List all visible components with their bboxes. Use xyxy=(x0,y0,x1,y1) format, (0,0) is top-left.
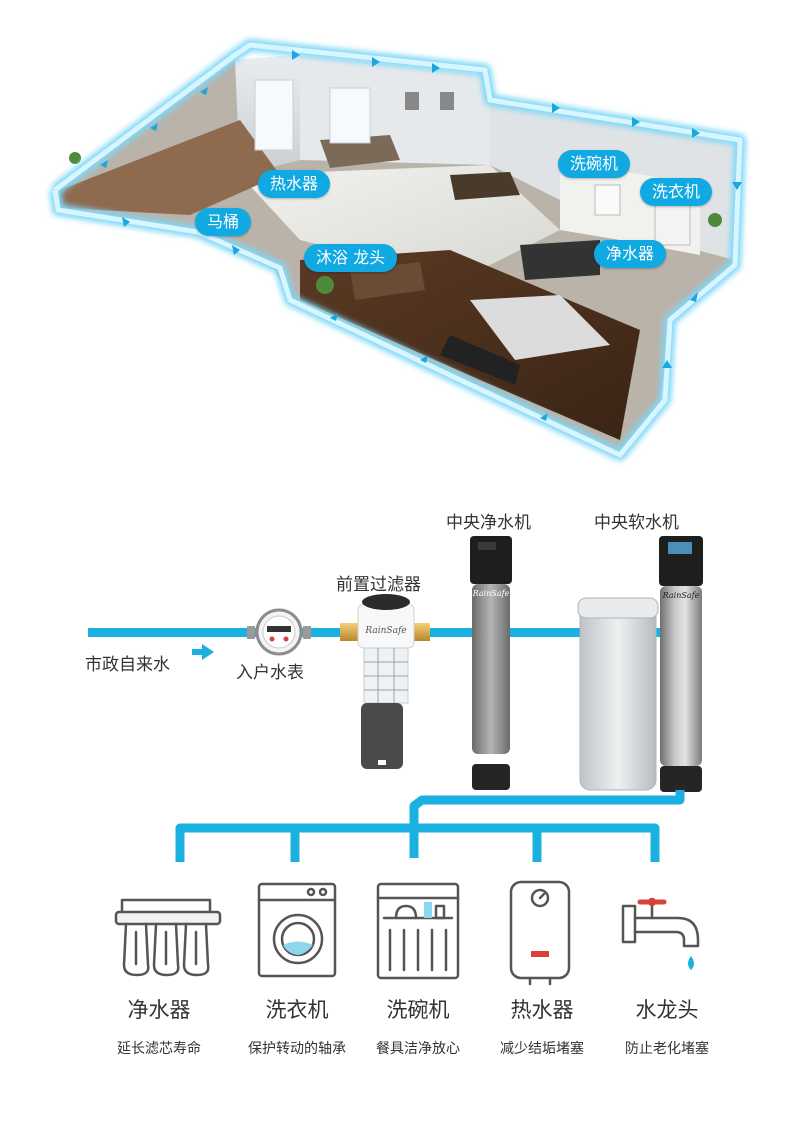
appliance-name: 净水器 xyxy=(127,998,191,1022)
plant xyxy=(69,152,81,164)
dining-table xyxy=(450,172,520,200)
washing-machine-icon xyxy=(257,882,337,978)
distribution-pipes xyxy=(175,790,685,862)
meter-label: 入户水表 xyxy=(236,663,304,683)
appliance-desc: 延长滤芯寿命 xyxy=(117,1041,201,1057)
water-treatment-system: RainSafe RainSafe RainSa xyxy=(0,470,790,1125)
washer-unit xyxy=(654,204,691,246)
house-floorplan-illustration xyxy=(49,39,746,461)
picture-frame xyxy=(440,92,454,110)
oven-unit xyxy=(594,184,621,216)
label-shower-faucet: 沐浴 龙头 xyxy=(304,244,398,272)
window-center xyxy=(329,87,371,144)
purifier-brand: RainSafe xyxy=(472,589,510,598)
bed-frame xyxy=(440,335,520,385)
tv-unit xyxy=(520,240,600,280)
pipe-line xyxy=(52,42,743,458)
water-purifier-icon xyxy=(114,898,222,977)
window-left xyxy=(254,79,294,151)
central-purifier-label: 中央净水机 xyxy=(446,513,531,533)
flow-arrows xyxy=(100,50,742,421)
appliance-name: 洗碗机 xyxy=(386,998,450,1022)
source-label: 市政自来水 xyxy=(85,655,170,675)
label-water-purifier: 净水器 xyxy=(594,240,667,268)
faucet-icon xyxy=(621,897,700,970)
water-meter-icon xyxy=(247,608,311,656)
label-water-heater: 热水器 xyxy=(258,170,331,198)
label-toilet: 马桶 xyxy=(195,208,252,236)
label-dishwasher: 洗碗机 xyxy=(558,150,631,178)
prefilter-brand: RainSafe xyxy=(364,626,406,636)
appliance-name: 水龙头 xyxy=(635,998,699,1022)
appliance-name: 洗衣机 xyxy=(265,998,329,1022)
central-softener-label: 中央软水机 xyxy=(594,513,679,533)
label-washing-machine: 洗衣机 xyxy=(640,178,713,206)
appliance-desc: 减少结垢堵塞 xyxy=(500,1041,584,1057)
water-heater-icon xyxy=(509,880,571,986)
central-purifier-unit: RainSafe xyxy=(470,536,512,790)
softener-brand: RainSafe xyxy=(662,591,700,600)
central-softener-unit: RainSafe xyxy=(659,536,703,792)
bed xyxy=(470,295,610,360)
brine-tank-unit xyxy=(577,597,659,791)
plant xyxy=(316,276,334,294)
house-cutaway: 热水器 马桶 沐浴 龙头 洗碗机 洗衣机 净水器 xyxy=(0,0,790,470)
system-diagram: RainSafe RainSafe RainSa xyxy=(88,536,703,986)
appliance-desc: 防止老化堵塞 xyxy=(625,1041,709,1057)
plant xyxy=(708,213,722,227)
appliance-name: 热水器 xyxy=(510,998,574,1022)
left-room-floor xyxy=(60,120,280,215)
picture-frame xyxy=(405,92,419,110)
pre-filter-unit: RainSafe xyxy=(340,594,430,769)
dishwasher-icon xyxy=(376,882,460,980)
prefilter-label: 前置过滤器 xyxy=(336,575,421,595)
flow-arrow-icon xyxy=(192,644,214,660)
appliance-desc: 餐具洁净放心 xyxy=(376,1041,460,1057)
appliance-desc: 保护转动的轴承 xyxy=(248,1041,346,1057)
